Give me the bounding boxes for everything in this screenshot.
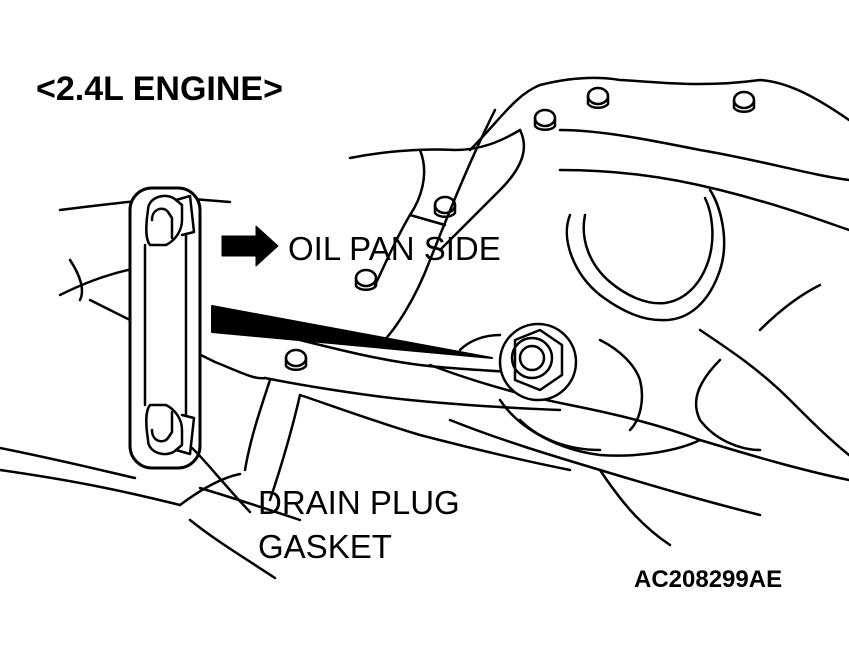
engine-title: <2.4L ENGINE>: [36, 70, 283, 108]
flange-bolts: [284, 86, 756, 371]
figure-code: AC208299AE: [634, 566, 783, 593]
pan-ribs: [498, 188, 849, 457]
drain-plug-gasket-illustration: [128, 186, 202, 470]
oil-pan-side-label: OIL PAN SIDE: [288, 230, 501, 267]
detail-callout-wedge: [211, 305, 493, 359]
drain-plug-label: DRAIN PLUG: [258, 484, 460, 521]
gasket-leader-line: [190, 446, 252, 514]
gasket-label: GASKET: [258, 528, 392, 565]
drain-plug-nut: [498, 322, 578, 402]
oil-pan-body: [0, 76, 849, 580]
oil-pan-side-arrow: [221, 225, 279, 267]
